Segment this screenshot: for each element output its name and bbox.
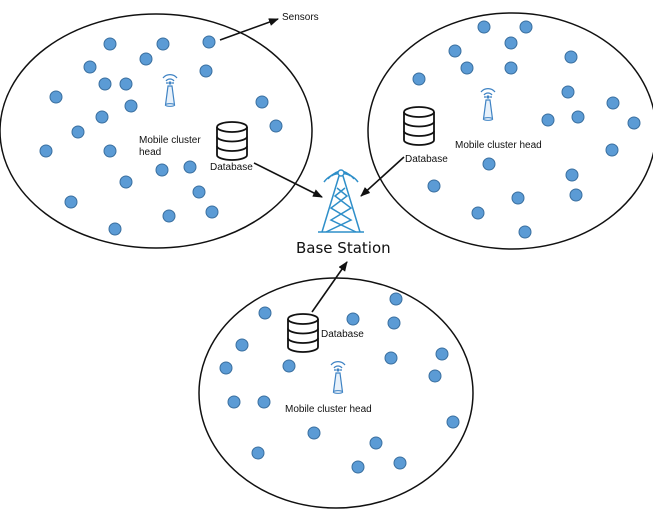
sensor-node bbox=[269, 119, 283, 133]
mobile-cluster-head-label: Mobile cluster head bbox=[285, 404, 372, 415]
sensor-node bbox=[564, 50, 578, 64]
base-station-label: Base Station bbox=[296, 239, 391, 257]
sensor-node bbox=[446, 415, 460, 429]
sensor-node bbox=[202, 35, 216, 49]
sensor-node bbox=[183, 160, 197, 174]
sensor-node bbox=[108, 222, 122, 236]
sensor-node bbox=[235, 338, 249, 352]
sensor-node bbox=[155, 163, 169, 177]
database-label: Database bbox=[321, 329, 364, 340]
sensor-node bbox=[471, 206, 485, 220]
sensor-node bbox=[199, 64, 213, 78]
sensor-node bbox=[387, 316, 401, 330]
sensor-node bbox=[448, 44, 462, 58]
sensor-node bbox=[518, 225, 532, 239]
base-station-tower-icon bbox=[318, 169, 364, 233]
sensor-node bbox=[83, 60, 97, 74]
sensor-node bbox=[227, 395, 241, 409]
cluster-bottom: Database Mobile cluster head bbox=[285, 313, 372, 415]
sensor-node bbox=[565, 168, 579, 182]
arrow-bottom-db-to-base-station bbox=[311, 261, 348, 313]
sensor-node bbox=[307, 426, 321, 440]
sensor-node bbox=[205, 205, 219, 219]
sensor-node bbox=[119, 77, 133, 91]
sensor-node bbox=[162, 209, 176, 223]
arrow-sensors-pointer bbox=[219, 18, 279, 41]
sensor-node bbox=[98, 77, 112, 91]
sensor-node bbox=[477, 20, 491, 34]
sensor-node bbox=[282, 359, 296, 373]
cluster-right: Mobile cluster head Database bbox=[403, 88, 542, 165]
sensor-node bbox=[49, 90, 63, 104]
sensor-node bbox=[519, 20, 533, 34]
database-icon bbox=[287, 313, 319, 353]
sensor-node bbox=[504, 61, 518, 75]
mobile-cluster-head-label-line2: head bbox=[139, 147, 161, 158]
sensor-node bbox=[504, 36, 518, 50]
sensor-node bbox=[346, 312, 360, 326]
sensor-node bbox=[571, 110, 585, 124]
sensor-node bbox=[71, 125, 85, 139]
sensor-node bbox=[192, 185, 206, 199]
sensor-node bbox=[511, 191, 525, 205]
sensor-nodes bbox=[39, 20, 641, 474]
sensor-node bbox=[606, 96, 620, 110]
sensor-node bbox=[351, 460, 365, 474]
sensor-node bbox=[64, 195, 78, 209]
sensor-node bbox=[460, 61, 474, 75]
cluster-ellipse-right bbox=[367, 12, 653, 250]
sensor-node bbox=[393, 456, 407, 470]
sensor-node bbox=[251, 446, 265, 460]
sensors-label: Sensors bbox=[282, 12, 319, 23]
arrow-right-db-to-base-station bbox=[360, 156, 405, 197]
sensor-node bbox=[156, 37, 170, 51]
sensor-node bbox=[369, 436, 383, 450]
sensor-node bbox=[569, 188, 583, 202]
mobile-cluster-head-label-line1: Mobile cluster bbox=[139, 135, 201, 146]
sensor-node bbox=[482, 157, 496, 171]
sensor-node bbox=[384, 351, 398, 365]
mobile-cluster-head-label: Mobile cluster head bbox=[455, 140, 542, 151]
sensor-node bbox=[428, 369, 442, 383]
sensor-node bbox=[255, 95, 269, 109]
database-label: Database bbox=[210, 162, 253, 173]
sensor-node bbox=[103, 144, 117, 158]
sensor-node bbox=[561, 85, 575, 99]
database-icon bbox=[403, 106, 435, 146]
sensor-node bbox=[258, 306, 272, 320]
cluster-left: Mobile cluster head Database bbox=[139, 74, 253, 173]
sensor-node bbox=[389, 292, 403, 306]
sensor-node bbox=[103, 37, 117, 51]
database-label: Database bbox=[405, 154, 448, 165]
sensor-node bbox=[219, 361, 233, 375]
sensor-node bbox=[257, 395, 271, 409]
sensor-node bbox=[605, 143, 619, 157]
sensor-node bbox=[541, 113, 555, 127]
sensor-node bbox=[139, 52, 153, 66]
sensor-node bbox=[627, 116, 641, 130]
sensor-node bbox=[95, 110, 109, 124]
cluster-ellipse-left bbox=[0, 13, 313, 249]
sensor-node bbox=[124, 99, 138, 113]
database-icon bbox=[216, 121, 248, 161]
sensor-node bbox=[435, 347, 449, 361]
arrow-left-db-to-base-station bbox=[253, 162, 323, 198]
sensor-node bbox=[39, 144, 53, 158]
sensor-node bbox=[119, 175, 133, 189]
sensor-node bbox=[412, 72, 426, 86]
sensor-node bbox=[427, 179, 441, 193]
